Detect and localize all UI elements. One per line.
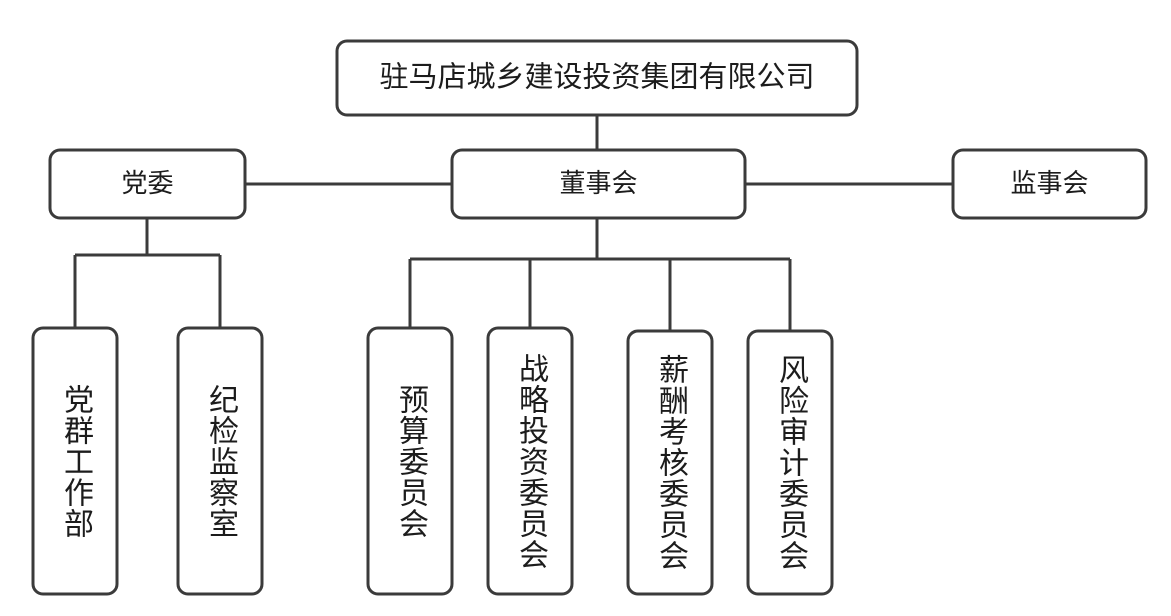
node-box-party-mass-work-dept[interactable] (31, 326, 119, 596)
node-box-board-of-supervisors[interactable] (951, 148, 1148, 220)
node-box-discipline-inspection-office[interactable] (176, 326, 264, 596)
node-box-party-committee[interactable] (48, 148, 247, 220)
node-box-risk-audit-committee[interactable] (746, 329, 834, 596)
node-box-root[interactable] (335, 39, 859, 117)
node-label-board-of-supervisors: 监事会 (1010, 168, 1088, 198)
node-box-budget-committee[interactable] (366, 326, 454, 596)
node-box-board-of-directors[interactable] (450, 148, 747, 220)
node-label-root: 驻马店城乡建设投资集团有限公司 (379, 61, 814, 94)
node-box-strategic-investment-committee[interactable] (486, 326, 574, 596)
node-label-board-of-directors: 董事会 (559, 168, 637, 198)
node-box-compensation-assessment-committee[interactable] (626, 329, 714, 596)
node-box-layer (31, 39, 1148, 596)
node-label-party-committee: 党委 (121, 168, 173, 198)
connector-layer (73, 115, 953, 331)
